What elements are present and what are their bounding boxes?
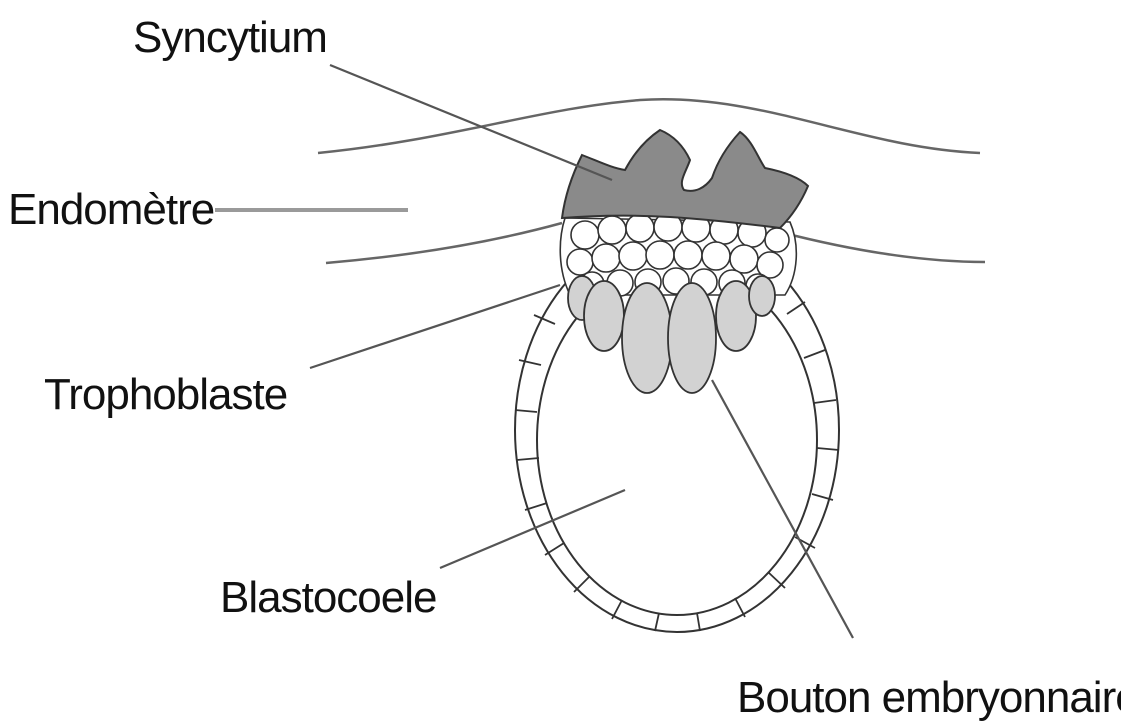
endometrium-right-lower-line <box>780 232 985 262</box>
blastocoele-leader <box>440 490 625 568</box>
trophoblaste-leader <box>310 285 560 368</box>
embryoblast-cell <box>668 283 716 393</box>
leader-lines <box>215 65 853 638</box>
syncytium-leader <box>330 65 612 180</box>
endometrium-left-lower-line <box>326 223 562 263</box>
embryoblast-cell <box>584 281 624 351</box>
label-syncytium: Syncytium <box>133 13 327 62</box>
embryoblast-cell <box>749 276 775 316</box>
syncytium-mass <box>562 130 808 228</box>
label-trophoblaste: Trophoblaste <box>44 370 287 419</box>
label-endometre: Endomètre <box>8 185 214 234</box>
embryoblast-cell <box>622 283 672 393</box>
label-bouton-embryonnaire: Bouton embryonnaire <box>737 673 1121 722</box>
label-blastocoele: Blastocoele <box>220 573 436 622</box>
